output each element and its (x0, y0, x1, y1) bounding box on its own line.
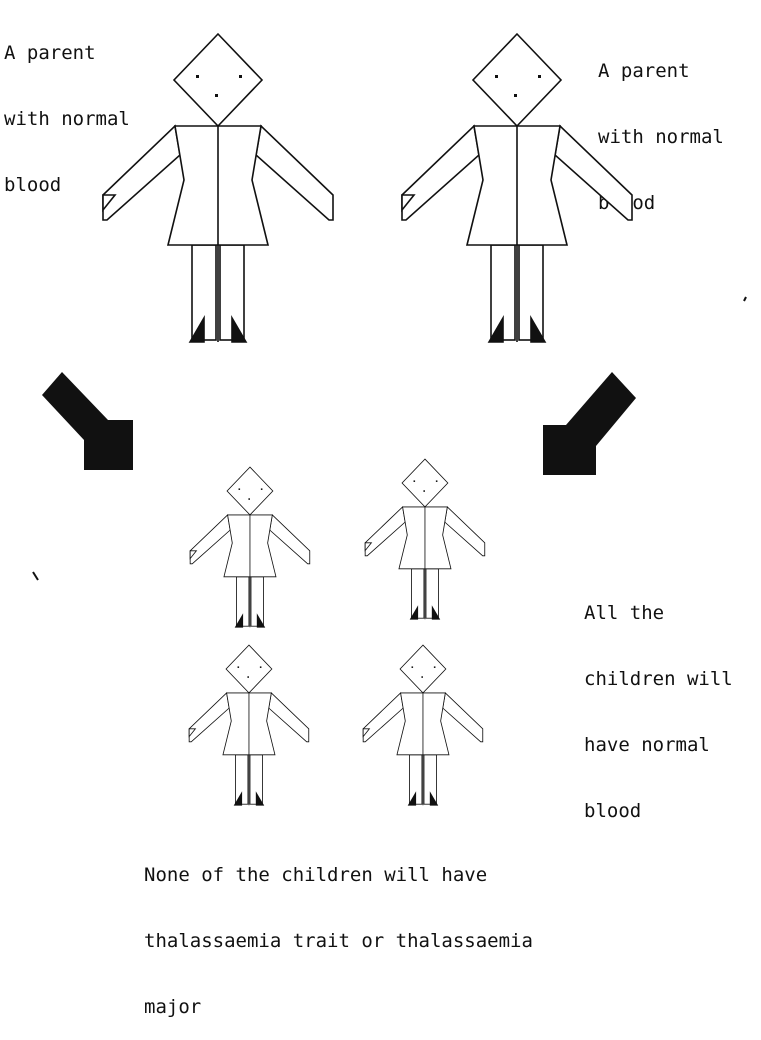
child-figure-top-right (365, 459, 485, 619)
inheritance-diagram (0, 0, 761, 894)
child-figure-top-left (190, 467, 310, 627)
child-figure-bottom-left (189, 645, 309, 805)
parent-figure-right (402, 34, 632, 342)
stray-mark (33, 572, 38, 580)
stray-mark (744, 297, 746, 301)
child-figure-bottom-right (363, 645, 483, 805)
arrow-right-icon (543, 372, 636, 475)
parent-figure-left (103, 34, 333, 342)
arrow-left-icon (42, 372, 133, 470)
bottom-note-line-3: major (144, 996, 533, 1018)
bottom-note-line-2: thalassaemia trait or thalassaemia (144, 930, 533, 952)
